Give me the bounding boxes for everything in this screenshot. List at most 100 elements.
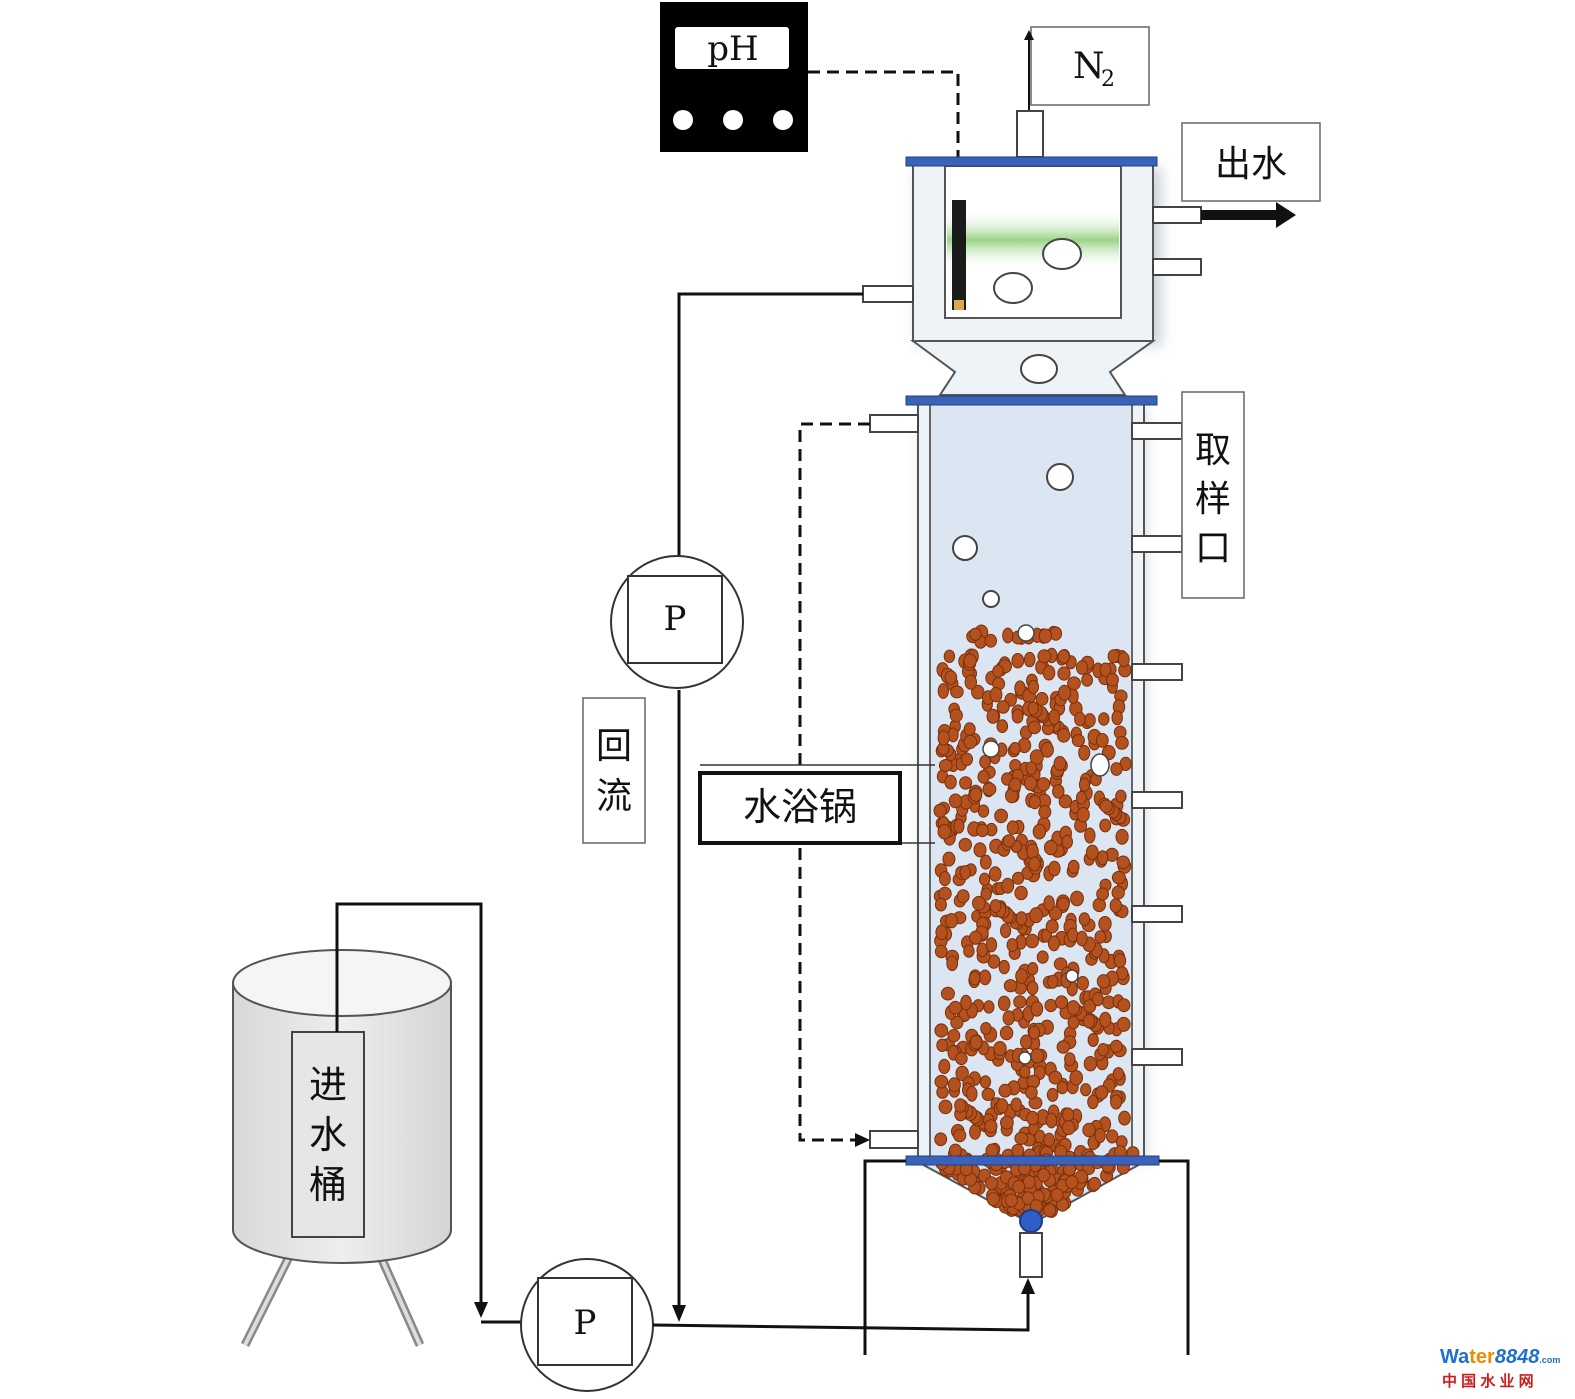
sludge-granule	[953, 1128, 967, 1143]
sludge-granule	[1037, 1168, 1051, 1183]
sludge-granule	[1116, 1016, 1131, 1032]
sludge-granule	[1076, 807, 1090, 823]
sludge-granule	[1083, 1056, 1098, 1072]
nitrogen-label-box	[1030, 26, 1150, 106]
sludge-granule	[934, 1132, 948, 1147]
sludge-granule	[1057, 728, 1071, 743]
sludge-granule	[1012, 871, 1025, 885]
sludge-granule	[984, 1119, 998, 1134]
sludge-granule	[946, 955, 959, 972]
watermark-brand-b: ter	[1469, 1346, 1495, 1368]
sludge-granule	[960, 994, 972, 1011]
sludge-granule	[934, 944, 948, 959]
sludge-granule	[969, 930, 983, 945]
sludge-granule	[1019, 1065, 1031, 1079]
sludge-granule	[958, 837, 972, 852]
gas-bubble	[1065, 969, 1079, 983]
sludge-granule	[939, 871, 951, 887]
sampling-char: 样	[1195, 479, 1231, 520]
sludge-granule	[992, 664, 1004, 678]
feed-pump: P	[520, 1258, 654, 1392]
sludge-granule	[1081, 673, 1093, 687]
sludge-granule	[1029, 749, 1044, 765]
effluent-arrow	[1201, 202, 1296, 228]
sludge-granule	[968, 971, 981, 986]
effluent-label: 出水	[1215, 144, 1287, 185]
sludge-granule	[1096, 887, 1109, 901]
tank-char: 桶	[309, 1163, 347, 1207]
sludge-granule	[1027, 679, 1040, 695]
effluent-port	[1152, 206, 1202, 224]
sludge-granule	[1067, 676, 1081, 691]
sludge-granule	[999, 1025, 1014, 1041]
sludge-granule	[947, 1077, 961, 1093]
sludge-granule	[1048, 709, 1061, 725]
sludge-granule	[985, 1143, 999, 1158]
sludge-granule	[1078, 912, 1091, 927]
sampling-port	[1131, 535, 1183, 553]
gas-bubble	[993, 272, 1033, 304]
water-bath-arrowhead	[855, 1133, 870, 1147]
sampling-char: 取	[1195, 430, 1231, 471]
sludge-granule	[1044, 998, 1058, 1013]
sludge-granule	[997, 995, 1011, 1011]
sludge-granule	[1019, 1034, 1033, 1050]
sludge-granule	[1043, 895, 1055, 912]
sludge-granule	[1085, 844, 1099, 860]
sludge-granule	[1118, 1110, 1131, 1126]
sludge-granule	[938, 1099, 953, 1115]
top-flange	[905, 156, 1158, 167]
sludge-granule	[969, 627, 982, 641]
sludge-granule	[1028, 794, 1041, 810]
sludge-granule	[1030, 1001, 1044, 1017]
sludge-granule	[938, 1058, 951, 1075]
sludge-granule	[1029, 907, 1043, 924]
gas-bubble	[1018, 1051, 1032, 1065]
sludge-granule	[1015, 968, 1028, 984]
sludge-granule	[1013, 995, 1027, 1009]
sludge-granule	[1023, 775, 1038, 791]
sludge-granule	[1027, 962, 1039, 976]
sludge-granule	[1028, 856, 1041, 872]
sludge-granule	[1094, 1127, 1106, 1144]
sludge-granule	[986, 1192, 1000, 1207]
sludge-granule	[1011, 708, 1024, 724]
sludge-granule	[981, 1087, 995, 1102]
sludge-granule	[989, 899, 1002, 913]
sludge-granule	[953, 818, 965, 834]
sludge-granule	[1099, 818, 1112, 833]
reflux-pump: P	[610, 555, 744, 689]
sludge-granule	[1011, 653, 1025, 669]
sludge-granule	[1038, 804, 1052, 819]
sludge-granule	[1009, 742, 1021, 755]
sludge-granule	[1014, 680, 1026, 697]
sludge-granule	[1099, 662, 1112, 677]
sludge-granule	[1106, 672, 1119, 687]
nitrogen-subscript: 2	[1101, 67, 1115, 92]
reflux-outlet-port	[862, 285, 914, 303]
reflux-line	[677, 292, 863, 558]
sludge-granule	[1096, 850, 1109, 866]
water-bath-loop: 水浴锅	[698, 422, 935, 1147]
sludge-granule	[1088, 1176, 1102, 1191]
sludge-granule	[980, 887, 992, 901]
sludge-granule	[1056, 1080, 1069, 1095]
tank-top	[232, 949, 452, 1017]
gas-bubble	[982, 590, 1000, 608]
sludge-granule	[1106, 1129, 1119, 1144]
sludge-granule	[934, 897, 947, 912]
watermark-brand: Water8848.com	[1440, 1346, 1560, 1368]
sludge-granule	[983, 1000, 995, 1014]
sludge-granule	[979, 755, 991, 769]
sludge-granule	[1069, 1070, 1083, 1086]
sludge-granule	[976, 823, 989, 838]
ph-probe	[952, 200, 966, 310]
sludge-granule	[1067, 859, 1080, 874]
sludge-granule	[1002, 1010, 1015, 1026]
sludge-granule	[1117, 998, 1131, 1013]
sludge-granule	[994, 808, 1008, 824]
sludge-granule	[976, 942, 988, 958]
sludge-granule	[1062, 1107, 1075, 1123]
sludge-granule	[972, 895, 986, 911]
sludge-granule	[1026, 843, 1039, 860]
